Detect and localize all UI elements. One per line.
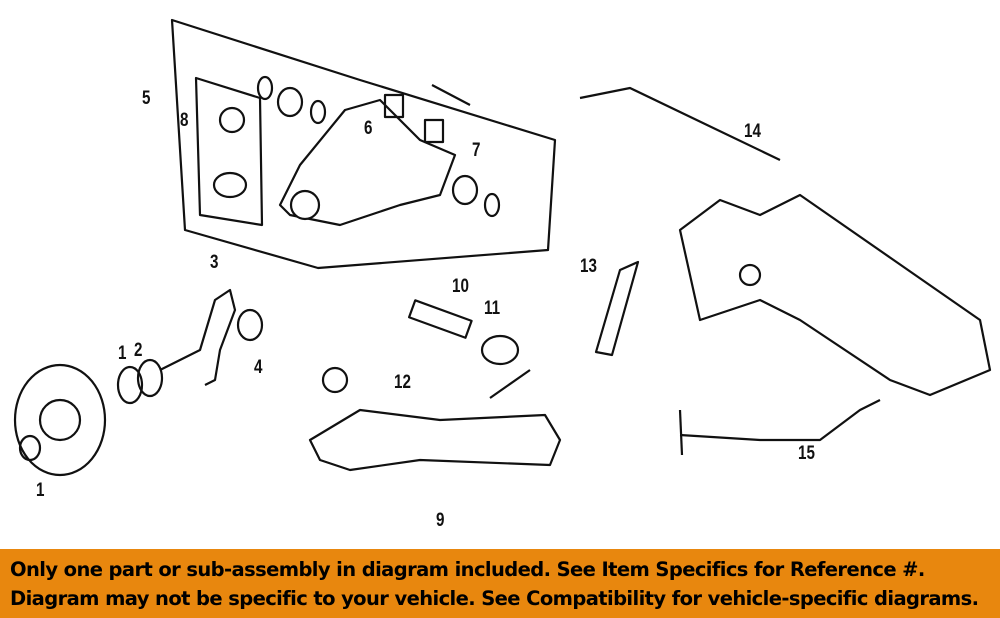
washer [483,192,501,218]
steering-knuckle [159,288,237,386]
callout-8: 8 [180,110,189,131]
callout-5: 5 [142,88,151,109]
washer [309,99,327,125]
leader-line [489,369,531,399]
callout-1-lower: 1 [36,480,45,501]
frame-crossmember [678,193,992,397]
upper-control-arm [278,98,457,227]
lower-control-arm [308,408,562,472]
shock-absorber [594,260,640,357]
dust-cap [18,434,42,462]
callout-4: 4 [254,357,263,378]
disclaimer-line-2: Diagram may not be specific to your vehi… [10,587,979,610]
bushing [451,174,479,206]
callout-9: 9 [436,510,445,531]
strut-rod [579,86,781,161]
pivot-shaft [407,299,473,339]
cross-shaft-bushing [383,93,405,119]
ball-joint-boot [212,171,248,199]
cross-shaft-bushing [423,118,445,144]
stabilizer-bar [679,399,881,442]
callout-12: 12 [394,372,411,393]
suspension-parts-diagram [13,18,992,477]
washer [256,75,274,101]
callout-6: 6 [364,118,373,139]
callout-1: 1 [118,343,127,364]
bushing [276,86,304,118]
ball-joint [218,106,246,134]
callout-13: 13 [580,256,597,277]
callout-11: 11 [484,298,501,319]
callout-2: 2 [134,340,143,361]
bushing [236,308,264,342]
bushing [480,334,520,366]
disclaimer-line-1: Only one part or sub-assembly in diagram… [10,558,925,581]
callout-10: 10 [452,276,469,297]
upper-arm-group-outline [170,18,557,270]
cross-shaft [431,84,471,106]
callout-3: 3 [210,252,219,273]
bump-stop [738,263,762,287]
brake-rotor [13,363,107,477]
ball-joint-box [194,76,264,227]
stabilizer-link [678,409,684,456]
bearing-race [136,358,164,398]
arm-bushing-hole [289,189,321,221]
callout-7: 7 [472,140,481,161]
disclaimer-banner: Only one part or sub-assembly in diagram… [0,549,1000,618]
hub [38,398,82,442]
bearing [116,365,144,405]
lower-ball-joint [321,366,349,394]
callout-14: 14 [744,121,761,142]
callout-15: 15 [798,443,815,464]
